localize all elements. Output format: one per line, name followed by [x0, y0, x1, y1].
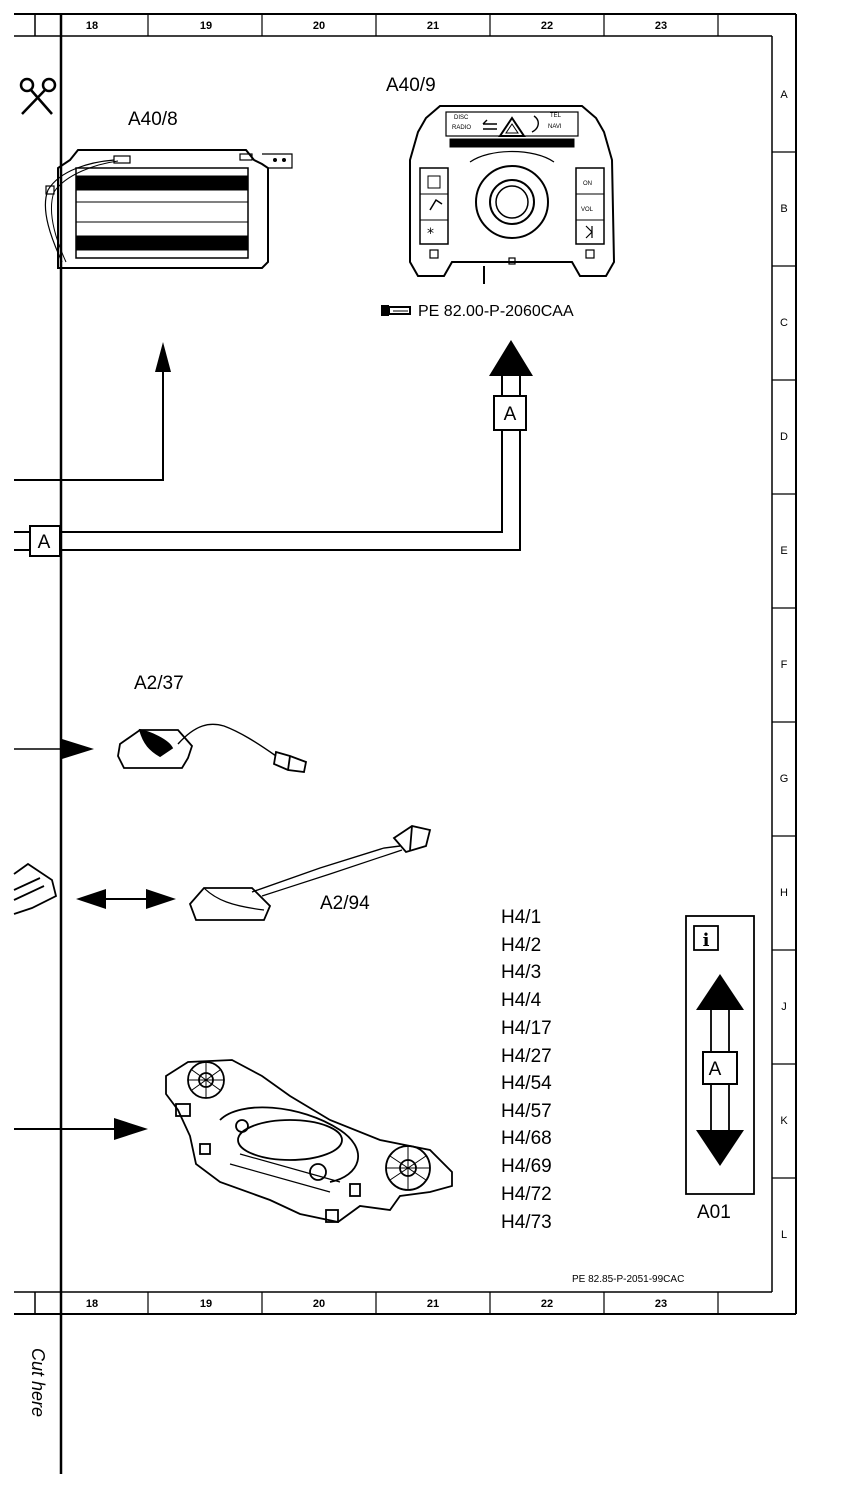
row-c: C — [780, 317, 788, 329]
row-dividers — [772, 151, 796, 1179]
controller-a40-9: DISC RADIO TEL NAVI * ON VOL — [409, 105, 616, 284]
column-dividers — [147, 14, 719, 1314]
col-20-bottom: 20 — [313, 1298, 325, 1310]
info-icon — [693, 925, 719, 951]
col-23: 23 — [655, 20, 667, 32]
info-icon-glyph: i — [703, 930, 710, 951]
row-g: G — [780, 773, 789, 785]
speaker-h4-57: H4/57 — [501, 1101, 552, 1122]
legend-connector-label: A — [709, 1059, 722, 1080]
col-20: 20 — [313, 20, 325, 32]
row-letters: A B C D E F G H J K L — [780, 89, 789, 1241]
button-tel: TEL — [550, 113, 562, 119]
row-f: F — [781, 659, 788, 671]
speaker-h4-73: H4/73 — [501, 1212, 552, 1233]
speaker-h4-2: H4/2 — [501, 935, 541, 956]
button-radio: RADIO — [452, 125, 471, 131]
row-a: A — [780, 89, 788, 101]
row-k: K — [780, 1115, 788, 1127]
arrowhead-up-icon — [696, 974, 744, 1010]
col-21-bottom: 21 — [427, 1298, 439, 1310]
frame — [14, 13, 797, 1474]
speaker-assembly — [165, 1059, 453, 1223]
speaker-h4-72: H4/72 — [501, 1184, 552, 1205]
row-h: H — [780, 887, 788, 899]
row-l: L — [781, 1229, 787, 1241]
speaker-h4-68: H4/68 — [501, 1128, 552, 1149]
arrowhead-right-icon — [114, 1118, 148, 1140]
label-a40-9: A40/9 — [386, 75, 436, 96]
button-on: ON — [583, 181, 592, 187]
display-unit-a40-8 — [44, 149, 293, 269]
col-23-bottom: 23 — [655, 1298, 667, 1310]
star-icon: * — [427, 226, 434, 242]
row-d: D — [780, 431, 788, 443]
connector-a-label-top: A — [504, 404, 517, 425]
col-22-bottom: 22 — [541, 1298, 553, 1310]
speaker-h4-4: H4/4 — [501, 990, 542, 1011]
col-21: 21 — [427, 20, 439, 32]
speaker-h4-17: H4/17 — [501, 1018, 552, 1039]
label-a40-8: A40/8 — [128, 109, 178, 130]
label-a2-37: A2/37 — [134, 673, 184, 694]
legend-a01: i A — [685, 915, 755, 1195]
reference-a40-9: PE 82.00-P-2060CAA — [418, 303, 574, 320]
scissors-icon — [19, 77, 57, 115]
button-disc: DISC — [454, 115, 469, 121]
legend-connector-box — [702, 1051, 738, 1085]
col-19-bottom: 19 — [200, 1298, 212, 1310]
col-22: 22 — [541, 20, 553, 32]
row-e: E — [780, 545, 787, 557]
speaker-h4-1: H4/1 — [501, 907, 541, 928]
double-arrow-icon — [76, 889, 176, 909]
arrowhead-up-icon — [489, 340, 533, 376]
antenna-a2-94 — [188, 825, 432, 921]
footer-reference: PE 82.85-P-2051-99CAC — [572, 1274, 684, 1285]
speaker-h4-69: H4/69 — [501, 1156, 552, 1177]
speaker-h4-27: H4/27 — [501, 1046, 552, 1067]
arrowhead-up-icon — [155, 342, 171, 372]
sensor-a2-37 — [117, 723, 308, 773]
row-j: J — [781, 1001, 787, 1013]
col-18: 18 — [86, 20, 98, 32]
connection-a40-8 — [14, 370, 164, 481]
column-numbers-bottom: 18 19 20 21 22 23 — [86, 1298, 667, 1310]
bus-line-a — [14, 376, 521, 551]
arrowhead-down-icon — [696, 1130, 744, 1166]
pointing-hand-icon — [381, 305, 411, 316]
button-vol: VOL — [581, 207, 594, 213]
antenna-left-stub — [13, 862, 58, 915]
speaker-h4-54: H4/54 — [501, 1073, 552, 1094]
label-a2-94: A2/94 — [320, 893, 370, 914]
cut-here-text: Cut here — [28, 1348, 48, 1417]
connector-a-label-left: A — [38, 532, 51, 553]
col-18-bottom: 18 — [86, 1298, 98, 1310]
arrowhead-right-icon — [62, 739, 94, 759]
col-19: 19 — [200, 20, 212, 32]
row-b: B — [780, 203, 787, 215]
connector-a-box-left — [29, 525, 61, 557]
speaker-h4-3: H4/3 — [501, 962, 541, 983]
speaker-list: H4/1 H4/2 H4/3 H4/4 H4/17 H4/27 H4/54 H4… — [501, 907, 552, 1233]
button-navi: NAVI — [548, 124, 562, 130]
connector-a-box-top — [493, 395, 527, 431]
label-a01: A01 — [697, 1202, 731, 1223]
column-numbers-top: 18 19 20 21 22 23 — [86, 20, 667, 32]
